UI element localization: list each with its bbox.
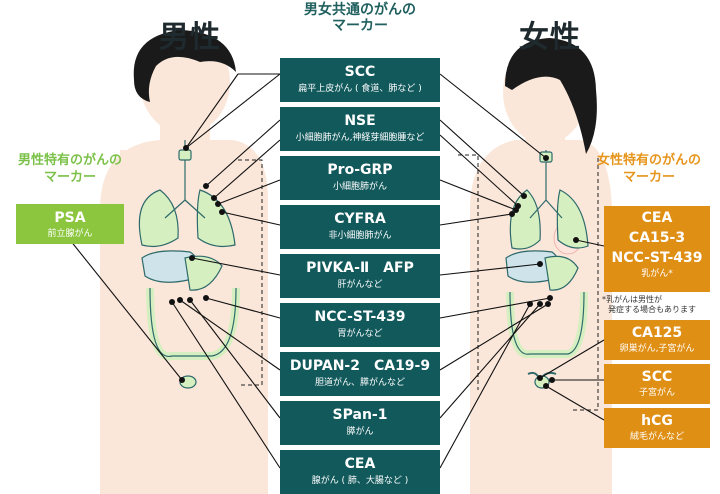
marker-desc: 膵がん [346,427,374,437]
marker-box-dupan-ca19-9: DUPAN-2 CA19-9 胆道がん、膵がんなど [280,352,440,396]
marker-name: hCG [641,413,673,429]
female-connector-lines [439,73,605,469]
female-specific-title: 女性特有のがんの マーカー [578,152,720,186]
marker-name: NCC-ST-439 [611,250,703,266]
breast-footnote: *乳がんは男性が 発症する場合もあります [602,295,696,315]
male-heading: 男性 [159,20,221,55]
marker-box-hcg: hCG 絨毛がんなど [604,408,710,448]
common-title-line2: マーカー [332,18,388,34]
footnote-line1: *乳がんは男性が [602,295,662,304]
male-title-line2: マーカー [43,170,96,185]
marker-name: CEA [641,210,673,226]
marker-name: CA15-3 [628,230,686,246]
marker-box-scc: SCC 扁平上皮がん ( 食道、肺など ) [280,58,440,102]
marker-box-pivka-afp: PIVKA-Ⅱ AFP 肝がんなど [280,254,440,298]
marker-desc: 絨毛がんなど [629,432,684,442]
marker-box-pro-grp: Pro-GRP 小細胞肺がん [280,156,440,200]
marker-box-breast: CEA CA15-3 NCC-ST-439 乳がん* [604,206,710,292]
marker-desc: 腺がん ( 肺、大腸など ) [311,476,409,486]
marker-desc: 前立腺がん [47,229,93,239]
marker-box-psa: PSA 前立腺がん [16,204,124,244]
marker-name: PSA [54,210,86,226]
common-title-line1: 男女共通のがんの [304,2,416,18]
common-markers-title: 男女共通のがんの マーカー [270,2,450,34]
marker-name: SPan-1 [332,407,388,423]
marker-name: DUPAN-2 CA19-9 [289,358,431,374]
marker-desc: 扁平上皮がん ( 食道、肺など ) [298,84,422,94]
marker-desc: 卵巣がん,子宮がん [619,344,695,354]
female-title-line1: 女性特有のがんの [596,153,701,168]
marker-desc: 非小細胞肺がん [328,231,392,241]
marker-desc: 子宮がん [638,388,675,398]
footnote-line2: 発症する場合もあります [608,305,696,314]
marker-desc: 小細胞肺がん,神経芽細胞腫など [295,133,425,143]
marker-name: Pro-GRP [327,162,393,178]
marker-box-nse: NSE 小細胞肺がん,神経芽細胞腫など [280,107,440,151]
marker-name: CEA [344,456,376,472]
marker-box-cea: CEA 腺がん ( 肺、大腸など ) [280,450,440,494]
marker-name: NCC-ST-439 [314,309,406,325]
male-title-line1: 男性特有のがんの [17,153,122,168]
marker-box-cyfra: CYFRA 非小細胞肺がん [280,205,440,249]
marker-desc: 胃がんなど [337,329,383,339]
male-connector-lines [69,73,281,469]
marker-name: CYFRA [334,211,386,227]
male-organs [138,140,240,389]
marker-name: SCC [641,369,673,385]
marker-name: PIVKA-Ⅱ AFP [306,260,414,276]
female-title-line2: マーカー [622,170,675,185]
marker-name: CA125 [631,325,683,341]
marker-desc: 乳がん* [641,269,673,279]
marker-name: SCC [344,64,376,80]
marker-desc: 小細胞肺がん [332,182,387,192]
marker-desc: 肝がんなど [337,280,383,290]
marker-name: NSE [344,113,376,129]
marker-desc: 胆道がん、膵がんなど [314,378,405,388]
female-heading: 女性 [519,20,581,55]
marker-box-ca125: CA125 卵巣がん,子宮がん [604,320,710,360]
male-specific-title: 男性特有のがんの マーカー [0,152,140,186]
marker-box-span-1: SPan-1 膵がん [280,401,440,445]
marker-box-scc-female: SCC 子宮がん [604,364,710,404]
marker-box-ncc-st-439: NCC-ST-439 胃がんなど [280,303,440,347]
